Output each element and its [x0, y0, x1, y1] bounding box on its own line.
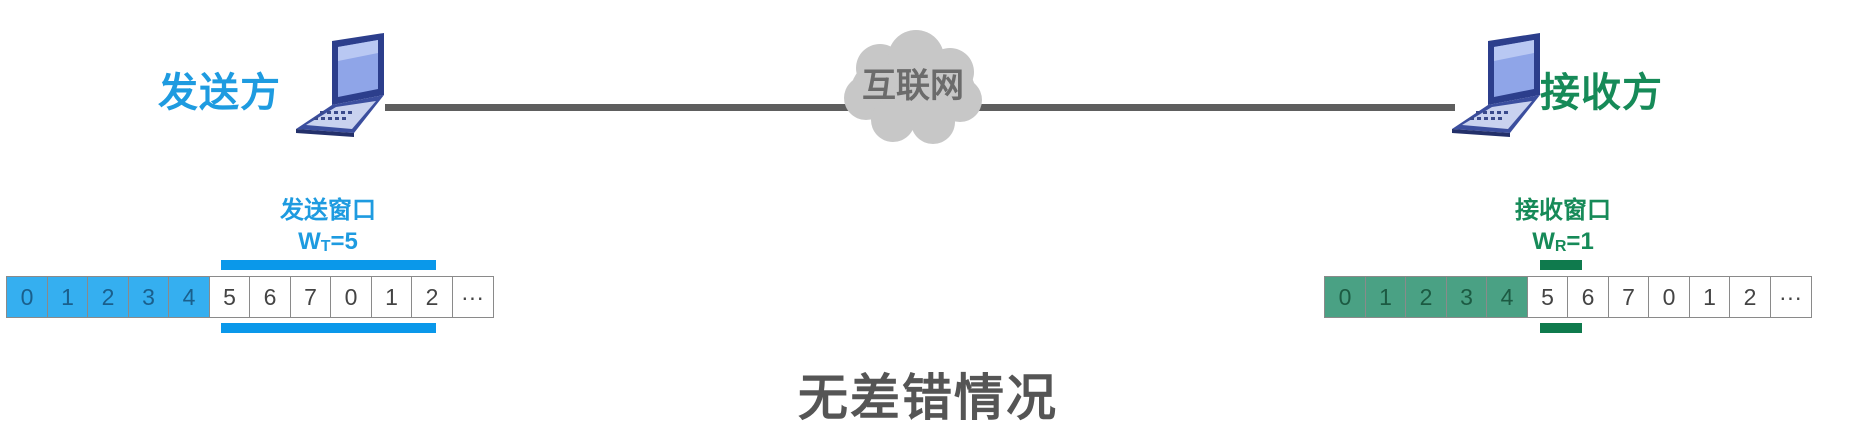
receiver-window-bracket: [1540, 260, 1582, 333]
receiver-window-title: 接收窗口: [1515, 197, 1611, 224]
receiver-laptop-icon: [1452, 33, 1540, 137]
receiver-window-size-symbol: W: [1532, 228, 1555, 255]
sender-window-title: 发送窗口: [280, 197, 376, 224]
sender-window-size-sub: T: [320, 238, 331, 255]
internet-label: 互联网: [862, 67, 964, 105]
receiver-frame: 6: [1567, 276, 1609, 318]
sender-frame: 5: [208, 276, 251, 318]
receiver-frame: 2: [1405, 276, 1447, 318]
sender-window-size: WT=5: [228, 228, 428, 256]
receiver-window-size-sub: R: [1554, 238, 1567, 255]
receiver-frame: 0: [1324, 276, 1366, 318]
sender-frame-ellipsis: ···: [451, 276, 494, 318]
sender-window-size-value: =5: [330, 228, 358, 255]
sender-frame: 2: [87, 276, 129, 318]
receiver-window-size: WR=1: [1463, 228, 1663, 256]
internet-cloud: 互联网: [838, 28, 988, 148]
receiver-frame: 3: [1445, 276, 1488, 318]
sender-frame: 6: [249, 276, 291, 318]
sender-frame: 2: [411, 276, 453, 318]
sender-laptop-icon: [296, 33, 384, 137]
sender-window-bracket: [221, 260, 436, 333]
receiver-frame-strip: 0 1 2 3 4 5 6 7 0 1 2 ···: [1324, 276, 1812, 318]
sender-frame: 0: [330, 276, 372, 318]
sender-frame-strip: 0 1 2 3 4 5 6 7 0 1 2 ···: [6, 276, 494, 318]
receiver-frame: 0: [1648, 276, 1690, 318]
sender-frame: 1: [370, 276, 413, 318]
receiver-frame: 1: [1364, 276, 1407, 318]
receiver-frame-ellipsis: ···: [1769, 276, 1812, 318]
sender-frame: 1: [46, 276, 89, 318]
cloud-icon: [844, 30, 982, 144]
sender-window-size-symbol: W: [298, 228, 321, 255]
receiver-frame: 2: [1729, 276, 1771, 318]
sender-frame: 4: [168, 276, 210, 318]
sender-label: 发送方: [158, 71, 281, 115]
receiver-window-size-value: =1: [1566, 228, 1594, 255]
receiver-frame: 1: [1688, 276, 1731, 318]
scenario-caption: 无差错情况: [798, 370, 1058, 426]
sender-frame: 3: [127, 276, 170, 318]
receiver-frame: 4: [1486, 276, 1528, 318]
receiver-label: 接收方: [1540, 71, 1663, 115]
sender-frame: 0: [6, 276, 48, 318]
receiver-frame: 7: [1607, 276, 1650, 318]
